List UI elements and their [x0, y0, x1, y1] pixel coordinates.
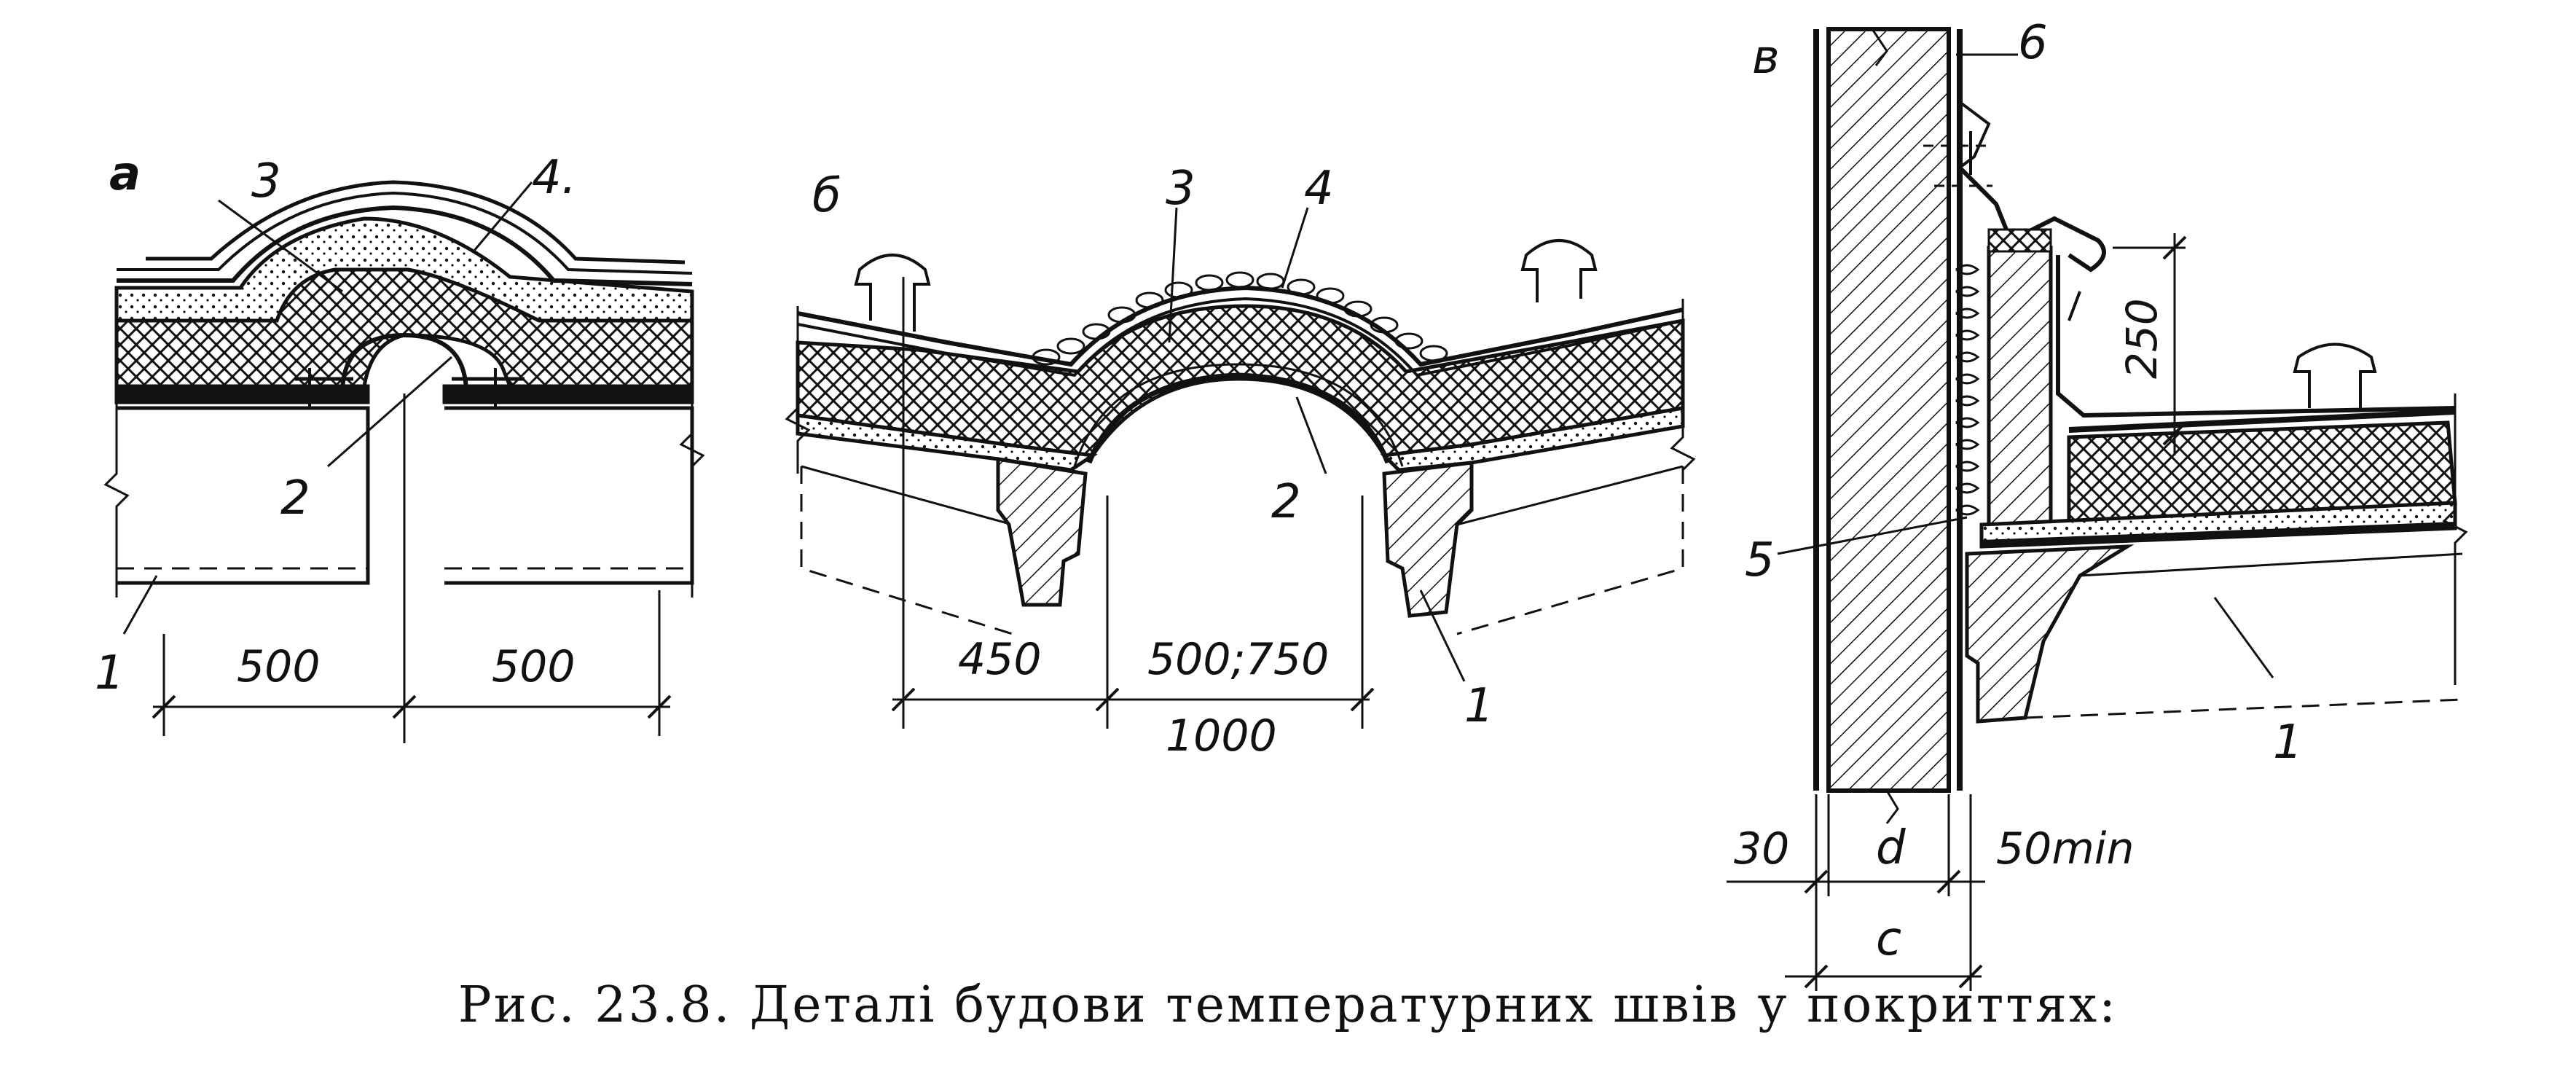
- upstand-block: [1987, 246, 2053, 527]
- dim-c-30: 30: [1734, 823, 1789, 874]
- callout-c-1: 1: [2273, 716, 2303, 769]
- slab-c: [1965, 544, 2135, 724]
- panel-c-letter: в: [1752, 31, 1780, 85]
- callout-a-1: 1: [95, 646, 125, 700]
- dim-c-250: 250: [2117, 298, 2167, 379]
- dim-b-mid: 500;750: [1147, 634, 1329, 685]
- dim-b-left: 450: [958, 634, 1042, 685]
- dim-c-d: d: [1876, 821, 1906, 875]
- panel-a-letter: а: [109, 147, 141, 201]
- dim-a-left: 500: [237, 641, 321, 692]
- aerator-right: [1520, 239, 1598, 302]
- dim-b-total: 1000: [1166, 710, 1277, 761]
- figure-caption: Рис. 23.8. Деталі будови температурних ш…: [458, 976, 2118, 1034]
- callout-a-3: 3: [251, 154, 281, 208]
- slab-left: [117, 406, 370, 585]
- slab-end-right: [1382, 461, 1474, 618]
- panel-b: [785, 207, 1696, 729]
- panel-b-letter: б: [812, 169, 841, 223]
- panel-a: [103, 180, 705, 743]
- callout-b-1: 1: [1464, 679, 1494, 733]
- callout-c-6: 6: [2018, 16, 2048, 70]
- omega-profile: [340, 332, 468, 394]
- callout-a-2: 2: [280, 471, 310, 525]
- aerator-left: [854, 254, 931, 332]
- callout-b-3: 3: [1166, 162, 1195, 216]
- callout-c-5: 5: [1745, 533, 1775, 587]
- panel-c: [1727, 27, 2468, 991]
- dim-c-c: c: [1876, 912, 1901, 966]
- dim-c-50min: 50min: [1996, 823, 2135, 874]
- slab-right: [444, 406, 694, 585]
- arch-b: [1086, 372, 1391, 464]
- callout-b-2: 2: [1271, 475, 1301, 529]
- wall-c: [1826, 27, 1951, 793]
- dim-a-right: 500: [492, 641, 576, 692]
- slab-end-left: [996, 457, 1088, 607]
- coil-insulation: [1955, 264, 1980, 516]
- callout-b-4: 4: [1304, 162, 1334, 216]
- callout-a-4: 4.: [532, 151, 576, 205]
- aerator-c: [2293, 342, 2377, 408]
